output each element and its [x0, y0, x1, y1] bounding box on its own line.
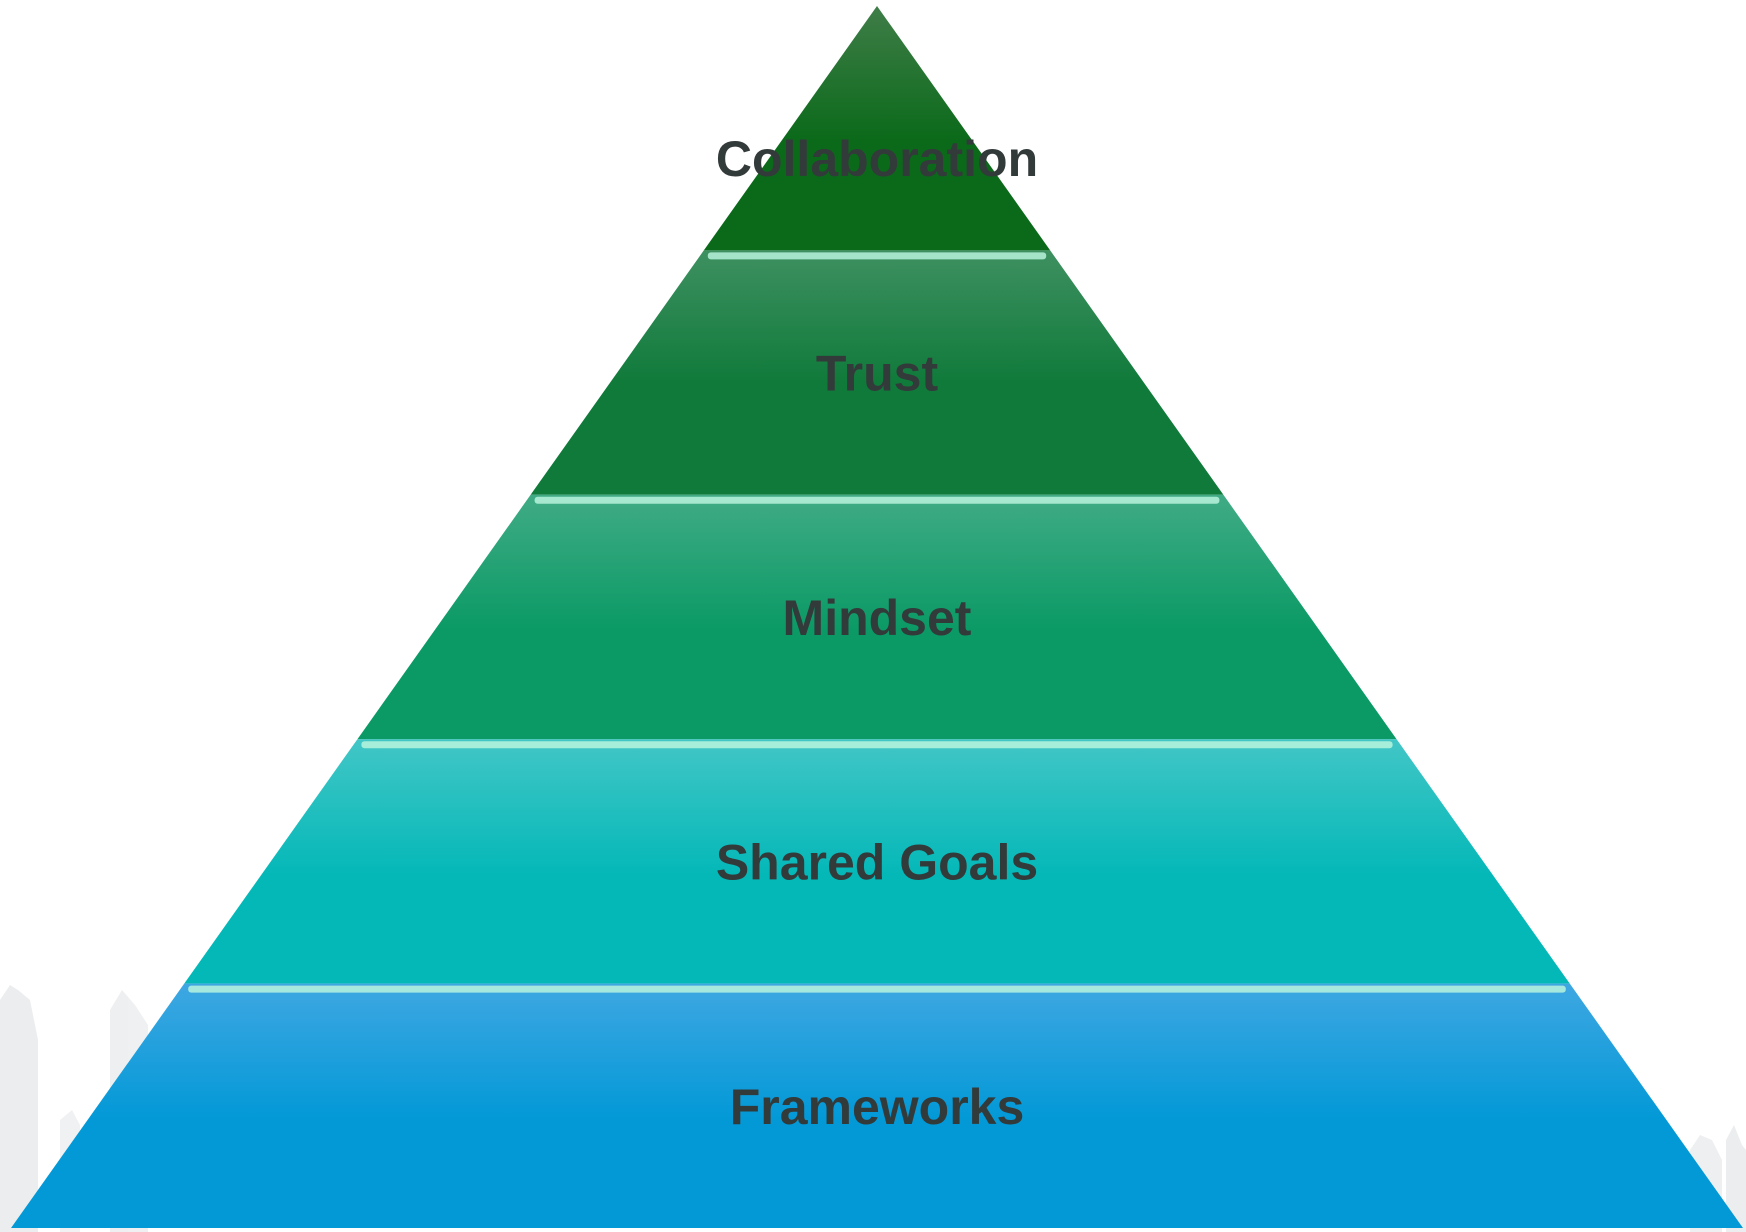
tier-label-3: Mindset: [783, 590, 972, 646]
tier-label-1: Collaboration: [716, 131, 1038, 187]
tier-separator-3: [361, 741, 1393, 749]
pyramid-tiers: [11, 6, 1743, 1228]
pyramid-tier-3: [357, 494, 1397, 740]
pyramid-tier-1: [703, 6, 1051, 251]
pyramid-tier-5: [11, 983, 1743, 1228]
pyramid-tier-4: [184, 739, 1570, 984]
tier-separator-1: [707, 252, 1047, 260]
tier-separator-4: [188, 985, 1566, 993]
tier-label-5: Frameworks: [730, 1079, 1025, 1135]
tier-separators: [188, 252, 1566, 993]
tier-label-2: Trust: [816, 346, 939, 402]
pyramid-tier-2: [530, 250, 1224, 495]
tier-label-4: Shared Goals: [716, 834, 1038, 890]
tier-separator-2: [534, 496, 1220, 504]
